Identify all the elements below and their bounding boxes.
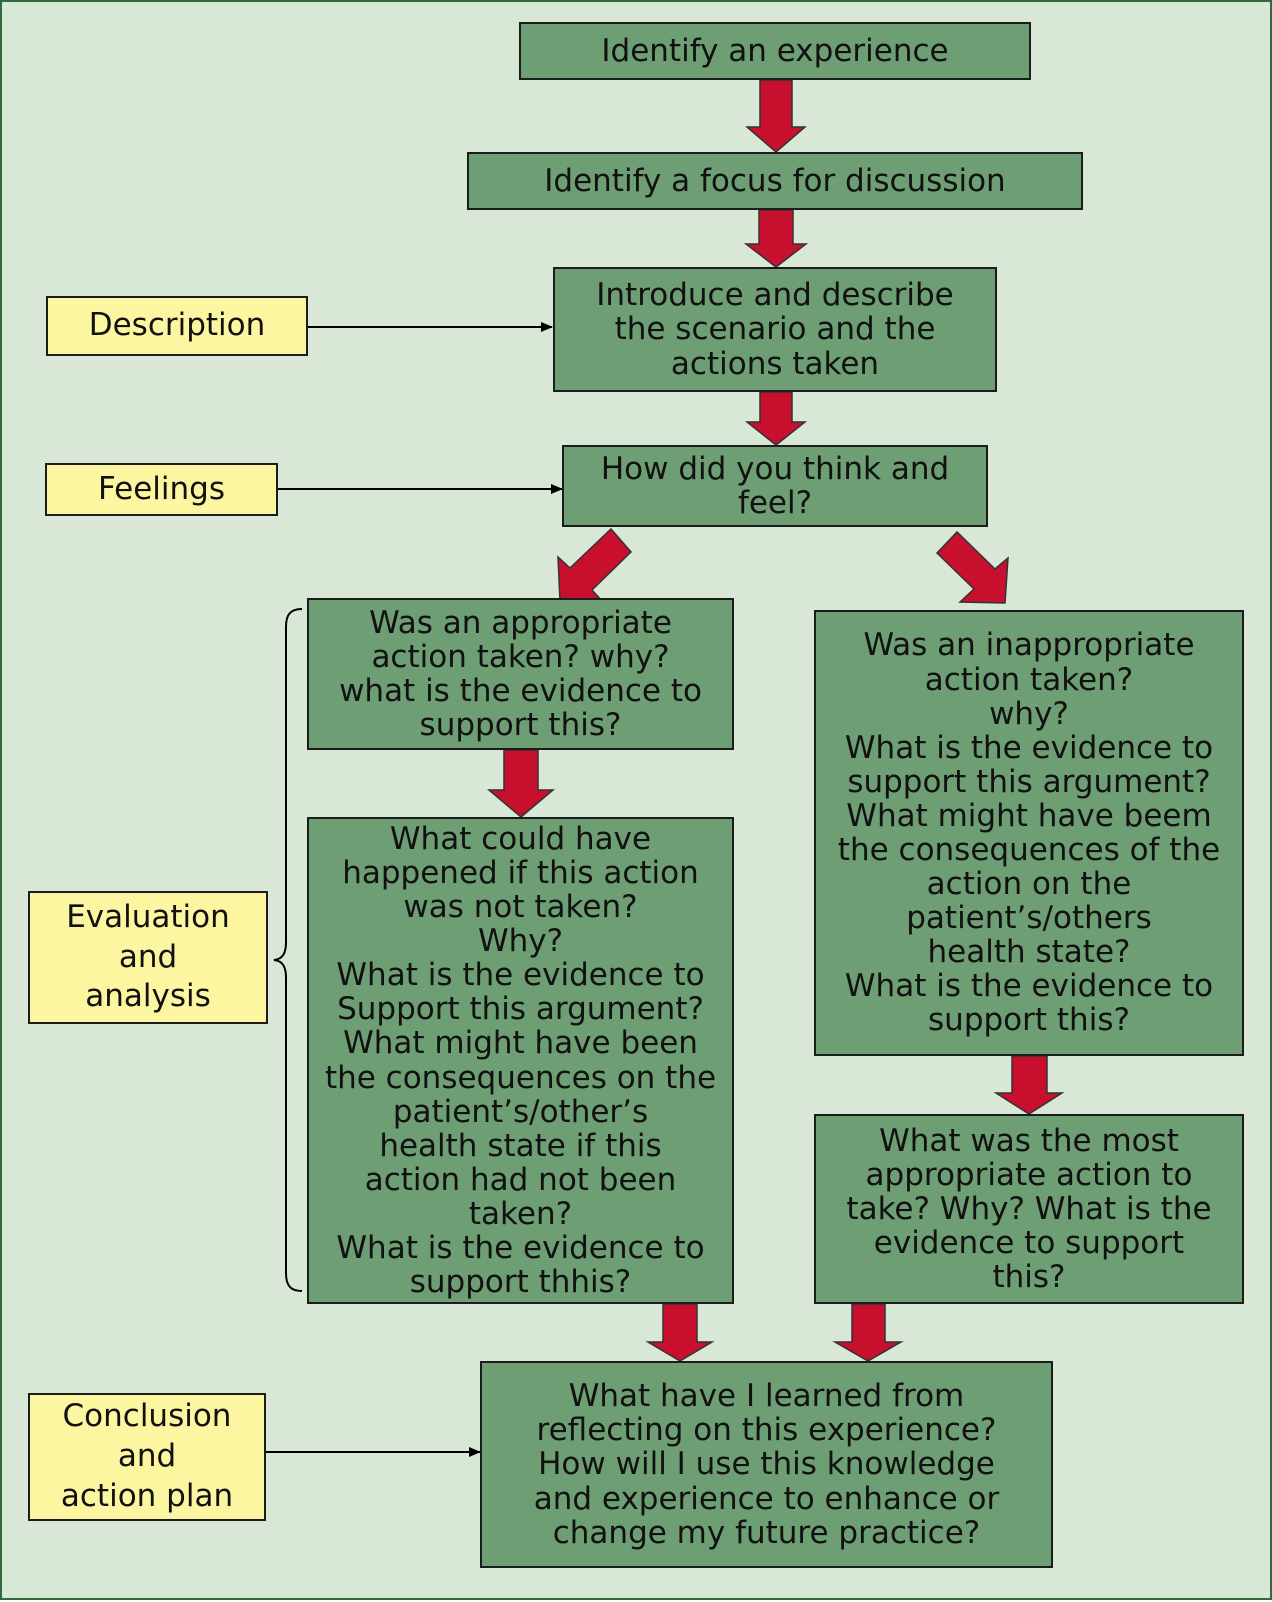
step-inappropriate-action: Was an inappropriate action taken? why? … xyxy=(814,610,1244,1056)
arrow-introduce-to-thinkfeel xyxy=(744,391,808,446)
arrow-experience-to-focus xyxy=(744,79,808,153)
step-appropriate-action: Was an appropriate action taken? why? wh… xyxy=(307,598,734,750)
evaluation-brace xyxy=(273,608,303,1292)
step-think-feel-text: How did you think and feel? xyxy=(600,450,950,521)
step-identify-experience: Identify an experience xyxy=(519,22,1031,80)
step-appropriate-action-text: Was an appropriate action taken? why? wh… xyxy=(339,604,702,744)
arrow-focus-to-introduce xyxy=(743,209,809,268)
stage-conclusion: Conclusion and action plan xyxy=(28,1393,266,1521)
step-learned: What have I learned from reflecting on t… xyxy=(480,1361,1053,1568)
step-inappropriate-action-text: Was an inappropriate action taken? why? … xyxy=(837,627,1221,1039)
stage-conclusion-text: Conclusion and action plan xyxy=(60,1398,234,1514)
stage-evaluation-text: Evaluation and analysis xyxy=(66,898,230,1015)
arrow-thinkfeel-to-inappropriate xyxy=(935,530,1009,604)
arrow-appropriate-to-couldhave xyxy=(486,749,556,818)
step-identify-experience-text: Identify an experience xyxy=(601,32,949,69)
stage-description: Description xyxy=(46,296,308,356)
stage-feelings-text: Feelings xyxy=(98,470,225,507)
step-introduce-scenario: Introduce and describe the scenario and … xyxy=(553,267,997,392)
arrow-inappropriate-to-mostappropriate xyxy=(993,1055,1065,1115)
step-identify-focus-text: Identify a focus for discussion xyxy=(544,162,1006,199)
arrow-thinkfeel-to-appropriate xyxy=(557,527,633,604)
step-most-appropriate-text: What was the most appropriate action to … xyxy=(846,1122,1212,1296)
step-learned-text: What have I learned from reflecting on t… xyxy=(533,1378,1000,1551)
arrow-mostappropriate-to-learned xyxy=(832,1303,904,1362)
stage-evaluation: Evaluation and analysis xyxy=(28,891,268,1024)
arrow-couldhave-to-learned xyxy=(645,1303,715,1362)
stage-feelings: Feelings xyxy=(45,463,278,516)
step-could-have-happened-text: What could have happened if this action … xyxy=(324,820,717,1301)
step-could-have-happened: What could have happened if this action … xyxy=(307,817,734,1304)
stage-description-text: Description xyxy=(88,307,266,344)
step-identify-focus: Identify a focus for discussion xyxy=(467,152,1083,210)
step-think-feel: How did you think and feel? xyxy=(562,445,988,527)
step-most-appropriate: What was the most appropriate action to … xyxy=(814,1114,1244,1304)
step-introduce-scenario-text: Introduce and describe the scenario and … xyxy=(596,277,954,382)
